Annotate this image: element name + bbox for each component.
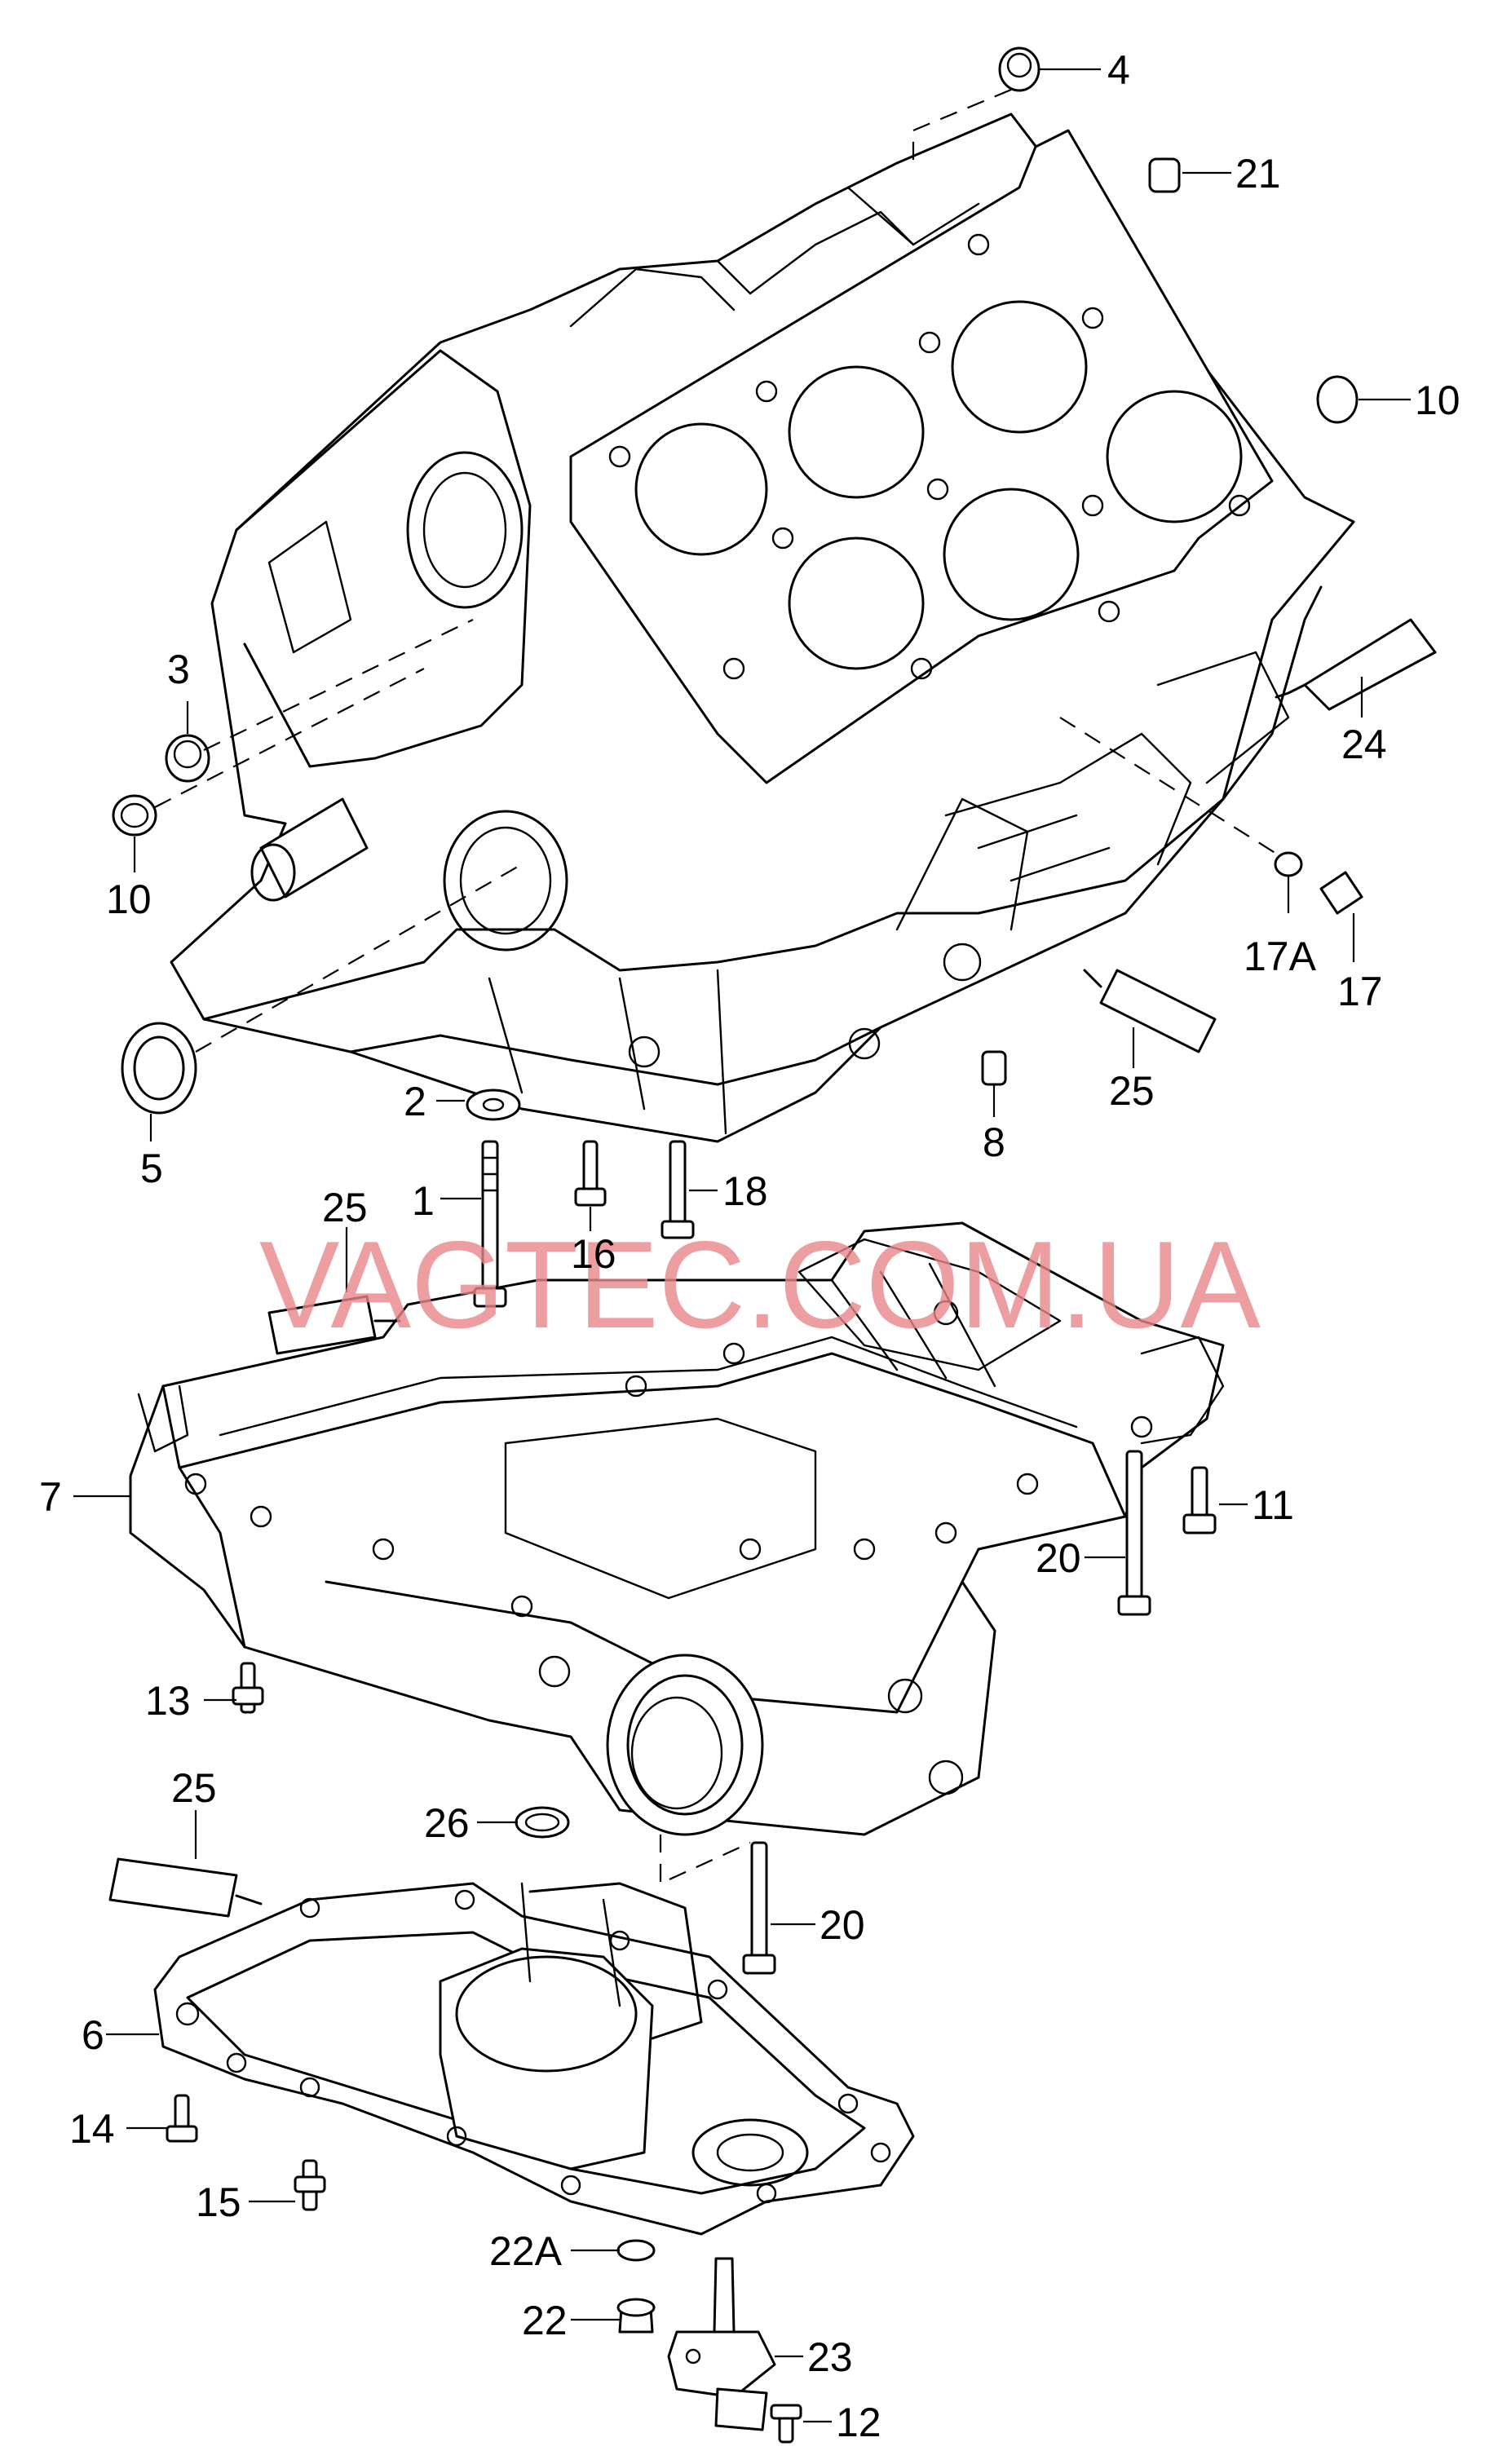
part-2-washer xyxy=(466,1088,521,1121)
part-17-plug xyxy=(1319,871,1363,915)
callout-7: 7 xyxy=(39,1474,62,1520)
callout-10-left: 10 xyxy=(106,877,152,922)
callout-17a: 17A xyxy=(1244,934,1317,979)
part-25-tube-left xyxy=(267,1295,401,1355)
cylinder-block xyxy=(170,113,1355,1143)
part-25-tube-right xyxy=(1083,969,1217,1053)
callout-22a: 22A xyxy=(489,2228,563,2274)
callout-22: 22 xyxy=(522,2298,568,2343)
part-21-sleeve xyxy=(1148,157,1181,193)
part-22-drain-plug xyxy=(616,2298,656,2334)
callout-12: 12 xyxy=(836,2400,881,2445)
part-17a-seal xyxy=(1274,851,1303,877)
callout-23: 23 xyxy=(807,2334,853,2380)
callout-25-right: 25 xyxy=(1109,1068,1155,1114)
callout-1: 1 xyxy=(412,1178,435,1224)
callout-16: 16 xyxy=(571,1231,616,1277)
callout-20-lower: 20 xyxy=(820,1902,865,1948)
part-10-plug-top xyxy=(1316,375,1359,424)
callout-25-bottom: 25 xyxy=(171,1765,217,1811)
part-3-plug xyxy=(165,734,210,783)
callout-15: 15 xyxy=(196,2179,241,2225)
part-5-seal-ring xyxy=(121,1022,197,1115)
part-18-bolt xyxy=(661,1140,695,1239)
part-22a-washer xyxy=(616,2239,656,2262)
lower-oil-pan xyxy=(153,1882,915,2236)
callout-4: 4 xyxy=(1107,47,1130,93)
part-23-oil-level-sensor xyxy=(667,2257,776,2431)
part-14-bolt xyxy=(166,2094,198,2143)
callout-24: 24 xyxy=(1341,722,1387,767)
callout-14: 14 xyxy=(69,2106,115,2152)
upper-oil-pan xyxy=(129,1221,1225,1836)
part-10-seal-left xyxy=(112,794,157,837)
callout-18: 18 xyxy=(722,1168,768,1214)
callout-20-right: 20 xyxy=(1036,1535,1081,1581)
watermark: VAGTEC.COM.UA xyxy=(259,1216,1261,1354)
callout-2: 2 xyxy=(404,1079,426,1124)
callout-3: 3 xyxy=(167,647,190,692)
callout-6: 6 xyxy=(82,2012,104,2058)
part-24-sealant-tube xyxy=(1275,618,1437,711)
callout-26: 26 xyxy=(424,1800,470,1846)
callout-13: 13 xyxy=(145,1678,191,1724)
part-4-plug xyxy=(998,46,1040,92)
callout-11: 11 xyxy=(1252,1482,1294,1528)
part-15-bolt xyxy=(294,2159,326,2211)
leader-lines xyxy=(73,68,1411,2423)
part-26-o-ring xyxy=(515,1806,570,1839)
callout-5: 5 xyxy=(140,1146,163,1191)
callout-labels: 4 21 10 24 17A 17 25 8 3 10 5 2 1 16 18 … xyxy=(39,47,1460,2445)
part-1-long-bolt xyxy=(473,1140,507,1308)
part-11-bolt xyxy=(1182,1466,1217,1534)
callout-25-left: 25 xyxy=(322,1185,368,1230)
part-12-bolt xyxy=(770,2404,802,2444)
assembly-guide-lines xyxy=(154,88,1281,1885)
part-16-bolt xyxy=(574,1140,607,1207)
part-20-bolt-lower xyxy=(742,1841,776,1975)
callout-8: 8 xyxy=(983,1119,1005,1165)
callout-21: 21 xyxy=(1235,151,1281,197)
part-13-bolt xyxy=(232,1662,264,1714)
part-25-tube-bottom xyxy=(108,1857,263,1918)
callout-10-top: 10 xyxy=(1415,378,1460,423)
callout-17: 17 xyxy=(1337,969,1383,1014)
part-8-dowel xyxy=(981,1050,1007,1086)
part-20-bolt-right xyxy=(1117,1450,1151,1616)
